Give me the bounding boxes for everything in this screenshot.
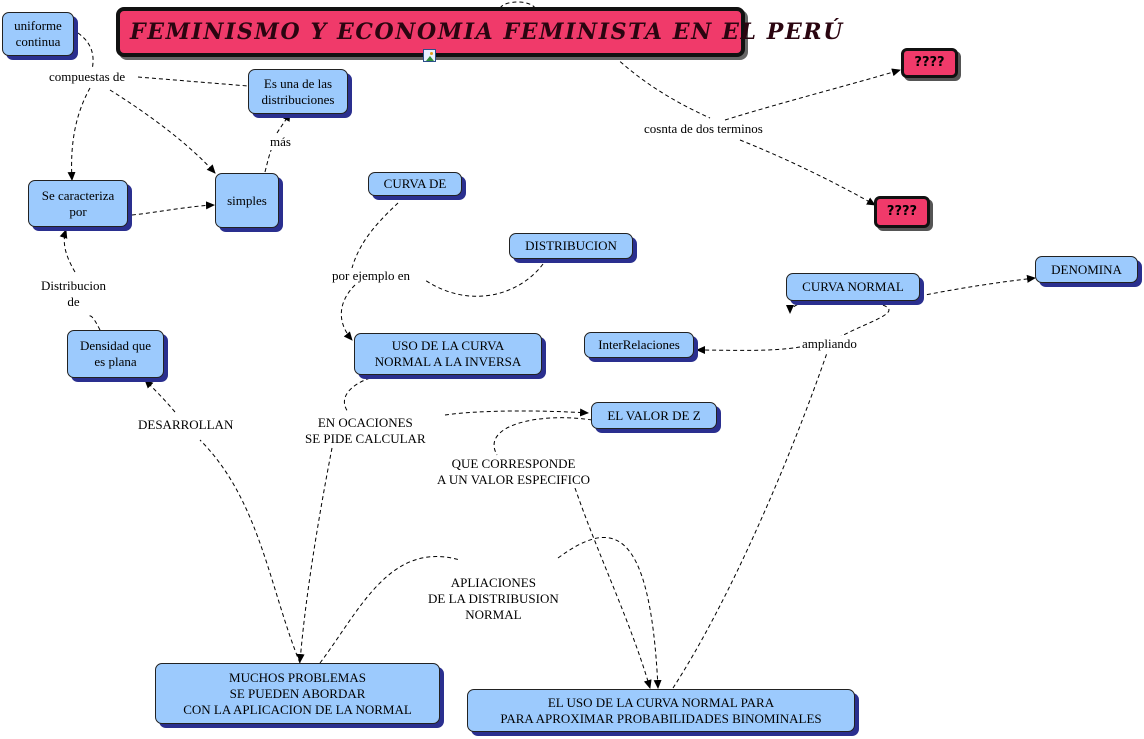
- concept-es-una-de-las-distribuciones[interactable]: Es una de las distribuciones: [248, 69, 348, 114]
- concept-se-caracteriza-por[interactable]: Se caracteriza por: [28, 180, 128, 227]
- link-label-to-uso-inversa: [340, 284, 356, 341]
- link-ampliando-to-interrelaciones: [696, 346, 801, 355]
- link-label-to-se-caracteriza: [67, 87, 91, 181]
- link-consta-to-q1: [724, 68, 901, 121]
- link-ampliando-to-curva-normal: [786, 298, 890, 339]
- link-label-consta-de-dos-terminos: cosnta de dos terminos: [643, 121, 764, 137]
- concept-distribucion[interactable]: DISTRIBUCION: [509, 233, 633, 259]
- link-label-desarrollan: DESARROLLAN: [137, 417, 235, 433]
- link-title-to-consta: [614, 56, 711, 119]
- concept-unknown-2[interactable]: ????: [874, 196, 930, 228]
- concept-interrelaciones[interactable]: InterRelaciones: [584, 332, 694, 358]
- link-curva-de-to-label: [351, 202, 399, 269]
- link-desarrollan-to-densidad: [144, 379, 176, 413]
- link-apliaciones-to-binominales: [557, 537, 662, 689]
- concept-uniforme-continua[interactable]: uniforme continua: [2, 12, 74, 56]
- concept-densidad-plana[interactable]: Densidad que es plana: [67, 330, 164, 378]
- concept-uso-aproximar-binominales[interactable]: EL USO DE LA CURVA NORMAL PARA PARA APRO…: [467, 689, 855, 732]
- concept-valor-de-z[interactable]: EL VALOR DE Z: [591, 402, 717, 429]
- link-muchos-to-apliaciones: [319, 556, 461, 664]
- concept-curva-normal[interactable]: CURVA NORMAL: [786, 273, 920, 301]
- link-title-top-loop: [499, 1, 536, 9]
- link-label-to-simples: [109, 89, 216, 174]
- link-mas-to-es-una: [276, 112, 291, 134]
- concept-denomina[interactable]: DENOMINA: [1035, 256, 1138, 283]
- link-label-en-ocaciones: EN OCACIONES SE PIDE CALCULAR: [304, 415, 427, 447]
- concept-simples[interactable]: simples: [215, 173, 279, 228]
- link-que-corresponde-to-binominales: [574, 487, 652, 689]
- link-label-distribucion-de: Distribucion de: [40, 278, 107, 310]
- link-en-ocaciones-to-muchos: [296, 447, 333, 663]
- link-densidad-to-label: [87, 315, 101, 331]
- link-label-por-ejemplo-en: por ejemplo en: [331, 268, 411, 284]
- concept-muchos-problemas[interactable]: MUCHOS PROBLEMAS SE PUEDEN ABORDAR CON L…: [155, 663, 440, 724]
- concept-curva-de[interactable]: CURVA DE: [368, 172, 462, 196]
- concept-unknown-1[interactable]: ????: [901, 48, 958, 78]
- link-binominales-to-ampliando: [672, 349, 829, 689]
- link-label-mas: más: [269, 134, 292, 150]
- link-label-to-es-una: [137, 76, 249, 87]
- link-curva-normal-to-denomina: [919, 274, 1036, 297]
- link-en-ocaciones-to-valor-z: [444, 408, 589, 417]
- link-label-to-se-caracteriza-up: [59, 229, 76, 273]
- link-simples-to-mas: [264, 147, 273, 173]
- link-valor-z-to-que-corresponde: [493, 417, 593, 456]
- link-label-compuestas-de: compuestas de: [48, 69, 127, 85]
- link-consta-to-q2: [739, 139, 876, 206]
- link-label-que-corresponde: QUE CORRESPONDE A UN VALOR ESPECIFICO: [436, 456, 592, 488]
- link-uniforme-to-label: [77, 32, 94, 71]
- link-uso-inversa-to-en-ocaciones: [343, 377, 371, 413]
- link-se-caracteriza-to-simples: [131, 201, 215, 216]
- image-icon[interactable]: [423, 49, 436, 62]
- link-muchos-to-desarrollan: [199, 439, 301, 664]
- link-distribucion-to-label: [424, 263, 544, 297]
- link-label-ampliando: ampliando: [801, 336, 858, 352]
- concept-uso-curva-normal-inversa[interactable]: USO DE LA CURVA NORMAL A LA INVERSA: [354, 333, 542, 375]
- link-label-apliaciones: APLIACIONES DE LA DISTRIBUSION NORMAL: [427, 575, 560, 623]
